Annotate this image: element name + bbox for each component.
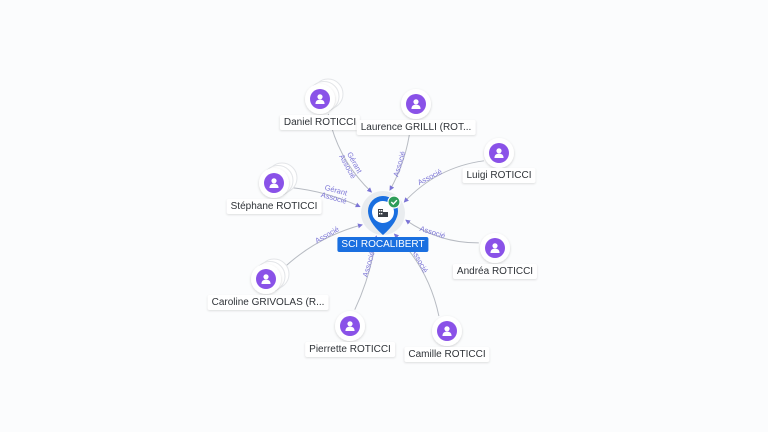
relation-edge-andrea [405,219,479,244]
person-icon [485,238,505,258]
person-name-laurence[interactable]: Laurence GRILLI (ROT... [356,120,476,135]
person-node-pierrette[interactable] [335,311,365,341]
person-node-luigi[interactable] [484,138,514,168]
company-node[interactable] [361,191,405,235]
person-icon [264,173,284,193]
relation-edge-caroline [280,223,363,272]
person-icon [340,316,360,336]
person-name-pierrette[interactable]: Pierrette ROTICCI [305,342,395,357]
role-label-laurence-0: Associé [391,150,407,178]
person-node-daniel[interactable] [305,78,344,114]
person-node-camille[interactable] [432,316,462,346]
person-node-andrea[interactable] [480,233,510,263]
person-icon [310,89,330,109]
person-icon [489,143,509,163]
person-node-caroline[interactable] [251,258,290,294]
person-name-camille[interactable]: Camille ROTICCI [404,347,490,362]
person-name-daniel[interactable]: Daniel ROTICCI [279,115,361,130]
person-name-stephane[interactable]: Stéphane ROTICCI [226,199,322,214]
person-icon [256,269,276,289]
person-icon [406,94,426,114]
relation-edge-stephane [290,187,361,208]
person-name-luigi[interactable]: Luigi ROTICCI [462,168,536,183]
role-label-luigi-0: Associé [416,167,443,187]
person-icon [437,321,457,341]
building-icon [378,209,388,217]
person-node-stephane[interactable] [259,162,298,198]
person-name-andrea[interactable]: Andréa ROTICCI [452,264,538,279]
role-label-pierrette-0: Associé [361,250,377,278]
company-name[interactable]: SCI ROCALIBERT [337,237,429,252]
check-icon [387,195,401,209]
relation-edge-luigi [403,160,484,203]
person-name-caroline[interactable]: Caroline GRIVOLAS (R... [207,295,329,310]
person-node-laurence[interactable] [401,89,431,119]
